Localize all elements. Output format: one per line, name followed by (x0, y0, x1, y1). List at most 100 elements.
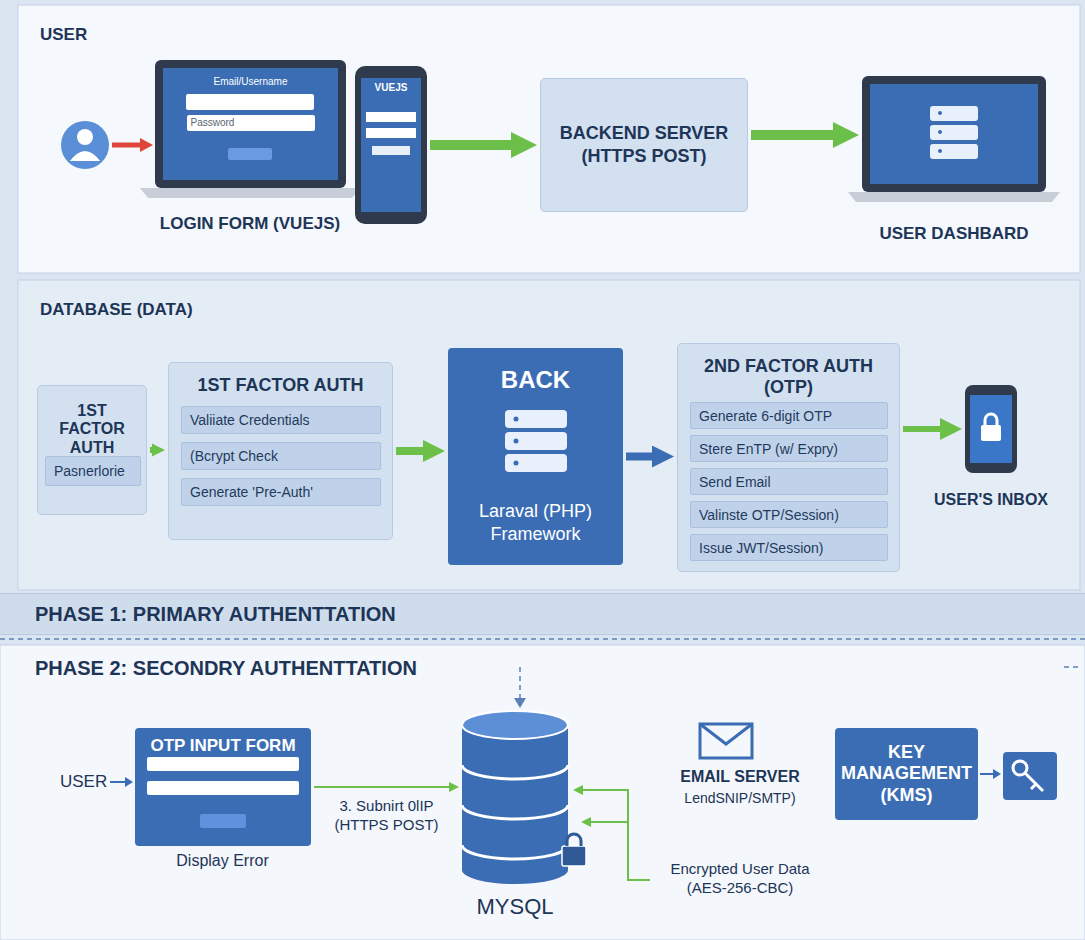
form-box: OTP INPUT FORM (135, 728, 311, 846)
node-text: Generate 'Pre-Auth' (190, 484, 313, 500)
envelope-icon (700, 724, 752, 744)
phone-device (366, 112, 416, 122)
node-text: PHASE 1: PRIMARY AUTHENTTATION (35, 603, 396, 626)
step-box: Valinste OTP/Session) (690, 501, 888, 528)
caption-label: LOGIN FORM (VUEJS) (150, 214, 350, 234)
framework-box-ground (448, 348, 623, 565)
step-box: (Bcrypt Check (181, 442, 381, 470)
node-text: VUEJS (375, 82, 408, 93)
dashboard-laptop (848, 192, 1060, 202)
framework-box-ground (505, 432, 567, 450)
leader-arrowhead (573, 785, 591, 827)
phone-screen: VUEJS (355, 66, 427, 224)
section-ground (0, 645, 1085, 940)
login-laptop (140, 60, 360, 198)
phone-device (361, 78, 421, 212)
framework-box-ground (514, 417, 519, 422)
kms-box: KEY MANAGEMENT (KMS) (835, 728, 978, 820)
leader-arrowhead (573, 785, 583, 795)
node-text: DATABASE (DATA) (40, 300, 1058, 320)
login-laptop (228, 148, 272, 160)
database-cylinder (462, 725, 568, 884)
node-text: Laraval (PHP) Framework (456, 500, 615, 545)
database-cylinder (462, 805, 568, 819)
auth-box: 1ST FACTOR AUTH Valiiate Credentials (Bcry… (168, 362, 393, 540)
envelope-icon (700, 724, 752, 758)
section-ground (18, 280, 1080, 590)
inbox-phone: USER'S INBOX (965, 385, 1017, 473)
login-laptop (155, 60, 346, 188)
phone-device (355, 66, 427, 224)
flow-arrow (903, 426, 940, 432)
otp-form-ground (147, 781, 299, 795)
node-text: USER (40, 25, 1058, 45)
key-arrow (980, 769, 1001, 779)
database-cylinder (562, 846, 586, 866)
dashed-divider (519, 667, 521, 700)
framework-box-ground (514, 439, 519, 444)
framework-box-ground (448, 348, 623, 565)
node-text: Valinste OTP/Session) (699, 507, 839, 523)
dashed-divider (0, 638, 1085, 640)
phone-device (372, 146, 410, 155)
login-screen: Email/UsernamePassword (163, 68, 338, 180)
node-text: Password (187, 115, 315, 131)
dashboard-laptop (930, 106, 978, 121)
email-server: EMAIL SERVERLendSNIP/SMTP) (640, 768, 840, 818)
framework-box-ground (505, 454, 567, 472)
step-box: Generate 6-digit OTP (690, 402, 888, 429)
step-box: Generate 'Pre-Auth' (181, 478, 381, 506)
node-text: Send Email (699, 474, 771, 490)
leader-line (582, 790, 650, 880)
database-cylinder: MYSQL (462, 712, 568, 884)
key-icon (1003, 752, 1057, 800)
framework-box-ground (505, 410, 567, 428)
otp-box: 2ND FACTOR AUTH (OTP) Generate 6-digit OT… (677, 343, 900, 572)
step-box: Valiiate Credentials (181, 406, 381, 434)
database-cylinder (567, 834, 581, 846)
section-ground (18, 5, 1080, 273)
dashboard-laptop (938, 130, 942, 134)
dashboard-laptop (862, 76, 1046, 192)
dashboard-laptop (938, 149, 942, 153)
node-text: 2ND FACTOR AUTH (OTP) (686, 356, 891, 397)
user-arrow (125, 777, 133, 787)
phase-band: PHASE 1: PRIMARY AUTHENTTATION (0, 593, 1085, 635)
user-icon (61, 121, 109, 169)
framework-box: BACK Laraval (PHP) Framework (448, 348, 623, 565)
node-text: Valiiate Credentials (190, 412, 310, 428)
inbox-phone (965, 385, 1017, 473)
user-icon (77, 129, 93, 145)
actor-label: USER (60, 772, 110, 792)
inbox-phone (985, 414, 997, 425)
node-text: Stere EnTP (w/ Expry) (699, 441, 838, 457)
node-text: BACK (501, 366, 570, 394)
otp-form-ground (147, 757, 299, 771)
dashed-divider (0, 639, 1085, 700)
leader-line (590, 821, 628, 823)
inbox-phone (970, 395, 1012, 463)
database-cylinder (462, 765, 568, 779)
node-text: (Bcrypt Check (190, 448, 278, 464)
auth-box: 1ST FACTOR AUTHPasnerlorie (37, 385, 147, 515)
envelope-icon (700, 724, 752, 758)
node-text: 1ST FACTOR AUTH (197, 375, 363, 396)
dashed-divider (1064, 666, 1078, 668)
item-box: Pasnerlorie (45, 456, 141, 486)
database-cylinder (462, 845, 568, 859)
phase-panel: PHASE 2: SECONDRY AUTHENTTATIONOTP INPUT… (0, 645, 1085, 940)
otp-form-ground (135, 728, 311, 846)
database-cylinder (462, 711, 586, 884)
database-cylinder (462, 711, 568, 739)
red-arrow (112, 138, 153, 152)
dashed-arrowhead (514, 698, 526, 708)
node-text: OTP INPUT FORM (150, 736, 295, 756)
server-box: BACKEND SERVER (HTTPS POST) (540, 78, 748, 212)
dashboard-laptop (930, 125, 978, 140)
inbox-phone (981, 425, 1001, 441)
framework-box-ground (514, 461, 519, 466)
otp-form-ground (200, 814, 246, 828)
red-arrow (112, 143, 141, 148)
leader-line (582, 790, 650, 880)
edge-label: 3. Subnirt 0lIP (HTTPS POST) (317, 797, 457, 835)
